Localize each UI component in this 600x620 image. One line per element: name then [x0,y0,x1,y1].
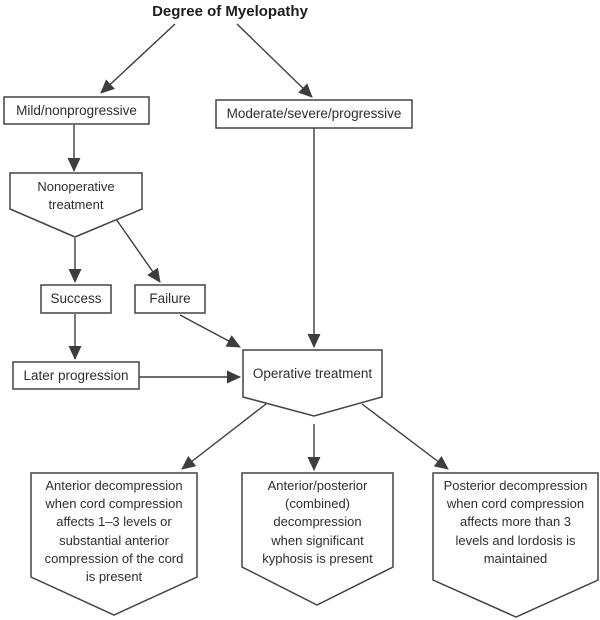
node-anterior-banner [30,472,198,616]
edge-operative-anterior [181,403,267,470]
node-later-box [12,361,140,390]
edge-failure-operative [179,314,241,348]
node-combined-banner [241,472,394,606]
edge-title-moderate [236,23,313,98]
node-mild-box [3,96,150,125]
node-posterior-banner [432,472,599,618]
node-operative-banner [242,349,383,417]
edge-title-mild [100,23,176,94]
node-success-box [40,284,112,314]
node-failure-box [134,284,206,314]
node-nonoperative-banner [9,172,143,238]
edge-operative-posterior [361,403,449,470]
edge-nonoperative-failure [115,218,161,283]
node-moderate-box [215,99,413,129]
